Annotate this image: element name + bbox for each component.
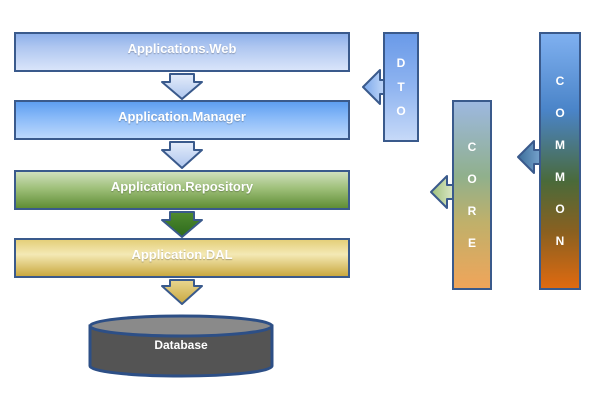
layer-application-manager: Application.Manager	[14, 100, 350, 140]
dto-letter: T	[397, 80, 405, 94]
dto-column: D T O	[383, 32, 419, 142]
arrow-dal-to-database	[161, 279, 203, 305]
core-letter: O	[467, 172, 477, 186]
common-column: C O M M O N	[539, 32, 581, 290]
database-cylinder	[88, 314, 274, 378]
common-letter: O	[555, 106, 565, 120]
common-letter: M	[555, 170, 565, 184]
dto-letter: O	[396, 104, 406, 118]
layer-applications-web: Applications.Web	[14, 32, 350, 72]
arrow-manager-to-repository	[161, 141, 203, 169]
core-letter: E	[467, 236, 476, 250]
common-letter: O	[555, 202, 565, 216]
database-label: Database	[154, 338, 208, 352]
common-letter: M	[555, 138, 565, 152]
arrow-repository-to-dal	[161, 211, 203, 238]
layer-application-repository: Application.Repository	[14, 170, 350, 210]
layer-application-dal: Application.DAL	[14, 238, 350, 278]
core-column: C O R E	[452, 100, 492, 290]
core-letter: C	[467, 140, 477, 154]
common-letter: N	[555, 234, 565, 248]
core-letter: R	[467, 204, 477, 218]
dto-letter: D	[396, 56, 406, 70]
common-letter: C	[555, 74, 565, 88]
arrow-web-to-manager	[161, 73, 203, 100]
